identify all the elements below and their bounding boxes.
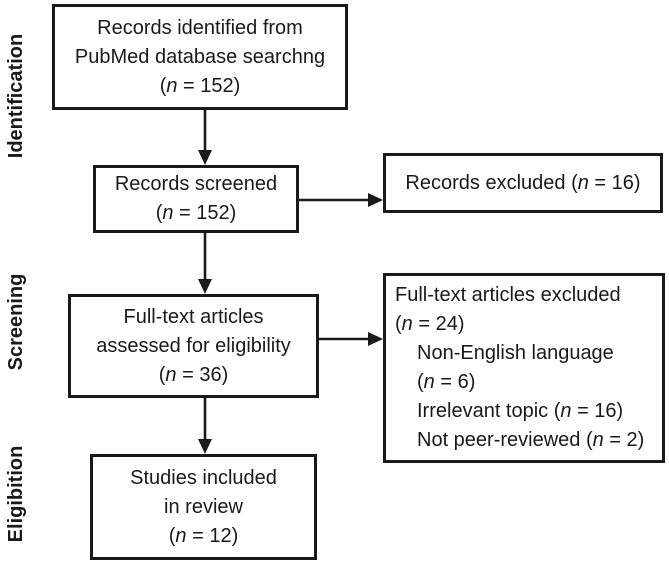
box-count-line: (n = 12) [168, 524, 239, 547]
arrowhead-assessed-to-fulltext-excluded [368, 332, 383, 346]
box-text-line: assessed for eligibility [96, 334, 291, 357]
box-text-line: Records identified from [97, 16, 303, 39]
box-text-line: Studies included [130, 466, 277, 489]
box-records-excluded: Records excluded (n = 16) [383, 153, 663, 213]
box-reason-line: Non-English language [417, 342, 614, 364]
arrowhead-screened-to-assessed [198, 279, 212, 294]
box-count-line: (n = 36) [158, 363, 229, 386]
box-count-line: (n = 152) [159, 74, 241, 97]
box-text-line: Full-text articles excluded [395, 284, 621, 306]
box-reason-line: Irrelevant topic (n = 16) [417, 400, 624, 422]
box-text-line: in review [164, 495, 243, 518]
box-reason-count-line: (n = 6) [417, 371, 476, 393]
stage-label-identification: Identification [5, 33, 27, 159]
box-studies-included: Studies included in review (n = 12) [90, 454, 317, 560]
arrowhead-screened-to-excluded [368, 193, 383, 207]
box-reason-line: Not peer-reviewed (n = 2) [417, 429, 645, 451]
box-text-line: Full-text articles [123, 305, 264, 328]
box-count-line: (n = 152) [155, 202, 237, 224]
box-records-screened: Records screened (n = 152) [93, 165, 299, 233]
box-text-line: PubMed database searchng [74, 45, 326, 68]
box-count-line: (n = 24) [395, 313, 465, 335]
arrowhead-assessed-to-included [198, 439, 212, 454]
box-fulltext-assessed: Full-text articles assessed for eligibil… [68, 294, 319, 398]
arrowhead-identified-to-screened [198, 150, 212, 165]
box-count-line: Records excluded (n = 16) [405, 171, 641, 194]
stage-label-screening: Screening [5, 273, 27, 371]
box-fulltext-excluded: Full-text articles excluded (n = 24) Non… [383, 273, 665, 463]
box-text-line: Records screened [114, 173, 278, 195]
box-records-identified: Records identified from PubMed database … [52, 4, 348, 110]
stage-label-eligibition: Eligibition [5, 445, 27, 543]
